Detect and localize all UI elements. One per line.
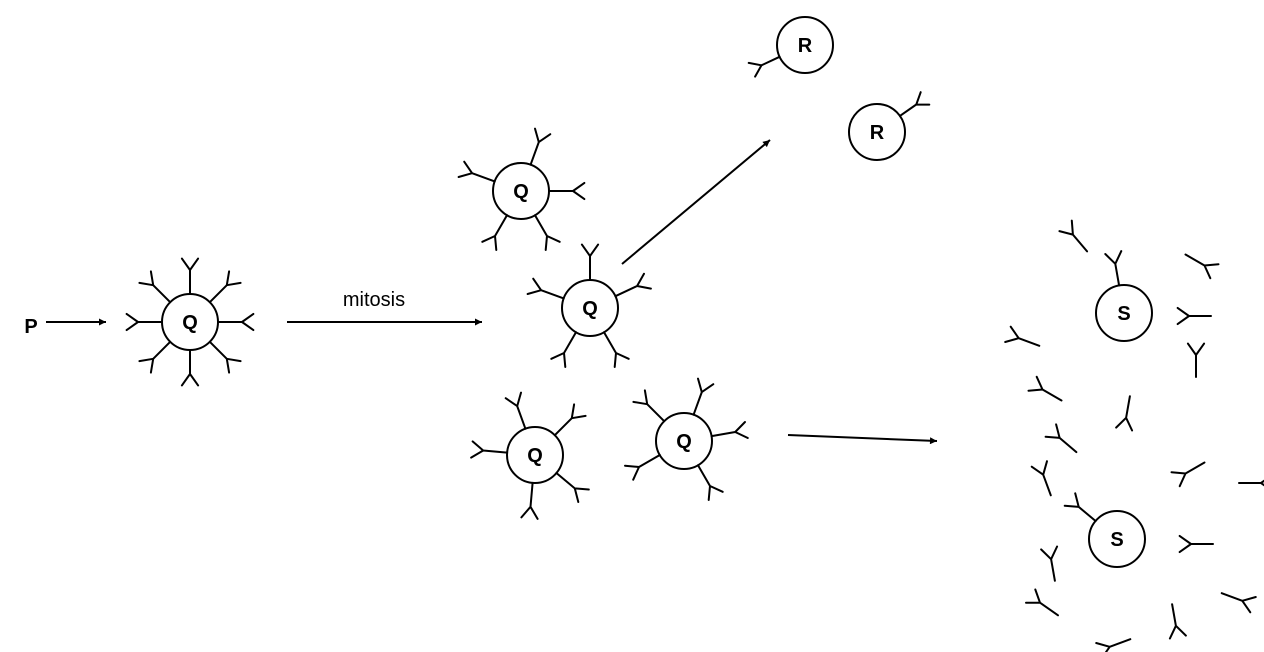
antibody-q-lower-left-0 (504, 391, 527, 430)
antibody-free-13 (1025, 588, 1059, 617)
cell-q-upper: Q (492, 162, 550, 220)
antibody-free-8 (1030, 460, 1052, 497)
antibody-free-7 (1044, 423, 1078, 454)
antibody-q-middle-1 (614, 272, 652, 298)
cell-q-upper-label: Q (513, 181, 529, 203)
antibody-free-3 (1186, 342, 1206, 378)
cell-s-upper: S (1095, 284, 1153, 342)
antibody-free-15 (1168, 603, 1187, 640)
antibody-s-upper-0 (1104, 250, 1123, 287)
cell-r-upper-label: R (798, 35, 813, 57)
cell-s-lower-label: S (1110, 529, 1123, 551)
cell-q-lower-left-label: Q (527, 445, 543, 467)
mitosis-label: mitosis (343, 289, 405, 311)
antibody-q-lower-left-1 (553, 403, 587, 437)
antibody-free-10 (1238, 479, 1264, 487)
cell-s-upper-label: S (1117, 303, 1130, 325)
antibody-r-lower-0 (898, 91, 931, 117)
antibody-free-9 (1170, 461, 1206, 488)
cell-q-lower-left: Q (506, 426, 564, 484)
antibody-q-upper-3 (481, 214, 508, 251)
cell-q-middle-label: Q (582, 298, 598, 320)
antibody-q-original-2 (217, 312, 255, 332)
antibody-q-original-0 (180, 257, 200, 295)
antibody-q-middle-4 (526, 277, 565, 300)
antibody-q-lower-right-4 (624, 454, 661, 481)
antibody-free-0 (1058, 219, 1089, 253)
antibody-q-original-4 (180, 349, 200, 387)
antibody-r-upper-0 (747, 55, 781, 78)
antibody-q-middle-2 (603, 331, 630, 368)
antibody-q-upper-4 (457, 160, 496, 183)
antibody-q-upper-1 (548, 181, 586, 201)
cell-s-lower: S (1088, 510, 1146, 568)
antibody-q-original-5 (138, 340, 172, 374)
antibody-q-lower-left-2 (555, 472, 590, 503)
antibody-q-original-6 (125, 312, 163, 332)
antibody-q-original-7 (138, 270, 172, 304)
cell-q-lower-right: Q (655, 412, 713, 470)
antibody-q-lower-right-1 (632, 389, 666, 423)
antibody-free-6 (1115, 395, 1134, 432)
antibody-q-upper-2 (534, 214, 561, 251)
antibody-free-12 (1040, 545, 1059, 582)
cell-r-upper: R (776, 16, 834, 74)
label-p: P (24, 316, 37, 338)
antibody-q-original-3 (208, 340, 242, 374)
antibody-free-2 (1176, 306, 1212, 326)
antibody-free-11 (1178, 534, 1214, 554)
cell-q-lower-right-label: Q (676, 431, 692, 453)
antibody-q-middle-0 (580, 243, 600, 281)
antibody-q-middle-3 (550, 331, 577, 368)
antibody-free-1 (1184, 253, 1220, 280)
antibody-q-original-1 (208, 270, 242, 304)
cell-r-lower: R (848, 103, 906, 161)
cell-q-middle: Q (561, 279, 619, 337)
arrow-to-r-cells (621, 139, 771, 265)
antibody-free-4 (1004, 325, 1041, 347)
antibody-q-lower-right-3 (697, 464, 724, 501)
antibody-q-lower-right-0 (692, 377, 715, 416)
antibody-free-14 (1095, 638, 1132, 652)
cell-q-original-label: Q (182, 312, 198, 334)
antibody-q-lower-right-2 (710, 421, 749, 439)
antibody-marks (125, 55, 1264, 652)
antibody-q-upper-0 (529, 127, 552, 166)
antibody-q-lower-left-4 (470, 440, 509, 459)
antibody-q-lower-left-3 (520, 481, 539, 520)
arrow-to-s-cells (787, 434, 938, 445)
cell-r-lower-label: R (870, 122, 885, 144)
antibody-s-lower-0 (1063, 492, 1097, 522)
antibody-free-16 (1220, 592, 1257, 614)
antibody-free-5 (1027, 375, 1063, 402)
